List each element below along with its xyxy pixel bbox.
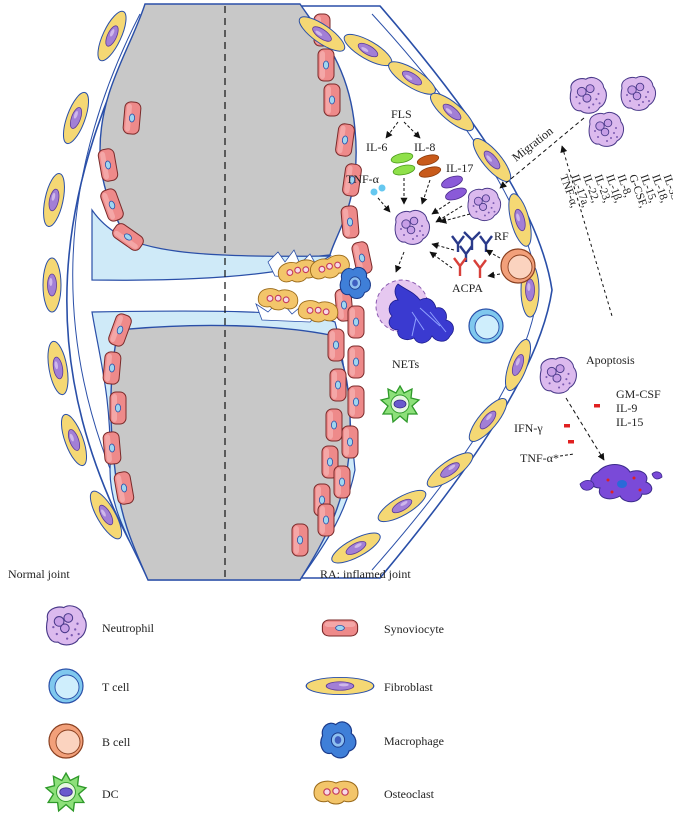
il8-label: IL-8 — [414, 140, 435, 154]
acpa-label: ACPA — [452, 281, 483, 295]
legend-b-cell-icon — [48, 723, 84, 759]
migration-neutrophil-1 — [569, 77, 607, 114]
arrow-bcell-rf — [485, 249, 501, 259]
apoptosis-cytokine-item: IL-15 — [616, 415, 643, 429]
legend-b-cell-label: B cell — [102, 735, 131, 749]
il8-molecule-2 — [418, 166, 442, 178]
apoptotic-cell — [579, 464, 663, 503]
il8-molecule — [416, 154, 440, 166]
acpa-antibody — [453, 257, 487, 278]
legend-t-cell-label: T cell — [102, 680, 130, 694]
tnfa-molecule — [370, 188, 378, 196]
legend-osteoclast-label: Osteoclast — [384, 787, 435, 801]
legend-neutrophil-icon — [46, 605, 87, 646]
legend-fibroblast-icon — [305, 676, 375, 696]
arrow-neutrophil-to-central — [439, 213, 471, 224]
legend-synoviocyte-label: Synoviocyte — [384, 622, 444, 636]
joint-b-cell — [500, 248, 536, 284]
legend-synoviocyte-icon — [321, 619, 359, 637]
apoptosis-cytokine-item: IL-9 — [616, 401, 637, 415]
migration-neutrophil-3 — [588, 111, 625, 147]
ra-joint-caption: RA: inflamed joint — [320, 567, 411, 581]
lower-bone — [91, 310, 356, 581]
ifn-gamma-label: IFN-γ — [514, 421, 543, 435]
nets-structure — [375, 279, 454, 344]
normal-joint-caption: Normal joint — [8, 567, 70, 581]
legend-macrophage-label: Macrophage — [384, 734, 444, 748]
joint-t-cell — [468, 308, 504, 344]
rf-label: RF — [494, 229, 509, 243]
il6-molecule — [390, 152, 414, 164]
arrow-bcell-acpa — [487, 271, 501, 279]
il6-label: IL-6 — [366, 140, 387, 154]
migration-cytokines-list: TNF-α,IL-17a,IL-22,IL-23,IL-1β,IL-8,G-CS… — [557, 173, 673, 210]
legend-t-cell-icon — [48, 668, 84, 704]
arrow-fls-il6 — [385, 121, 399, 139]
legend: Neutrophil T cell B cell DC Synoviocyte … — [45, 605, 444, 812]
apoptosis-signal-2 — [594, 404, 600, 408]
apoptosis-signal-3 — [568, 440, 574, 444]
nets-label: NETs — [392, 357, 419, 371]
il17-molecule — [441, 175, 463, 189]
migration-arrow — [499, 117, 585, 189]
legend-dc-icon — [45, 772, 87, 812]
legend-neutrophil-label: Neutrophil — [102, 621, 155, 635]
apoptosis-arrow — [565, 397, 605, 461]
tnfa-molecule-2 — [378, 184, 386, 192]
rf-antibody — [451, 231, 493, 262]
tnfa-star-label: TNF-α* — [520, 451, 559, 465]
legend-macrophage-icon — [320, 721, 357, 759]
arrow-acpa-neutrophil — [429, 251, 453, 269]
legend-osteoclast-icon — [313, 780, 359, 805]
migration-neutrophil-2 — [620, 75, 657, 111]
tnfa-label: TNF-α — [346, 172, 380, 186]
apoptosis-cytokine-item: GM-CSF — [616, 387, 661, 401]
fls-label: FLS — [391, 107, 412, 121]
arrow-fls-il8 — [403, 121, 421, 139]
apoptosis-label: Apoptosis — [586, 353, 635, 367]
apoptosis-signal-1 — [564, 424, 570, 428]
arrow-neutrophil-nets — [395, 251, 405, 273]
legend-fibroblast-label: Fibroblast — [384, 680, 433, 694]
il17-label: IL-17 — [446, 161, 473, 175]
apoptosis-neutrophil — [539, 357, 577, 394]
il17-molecule-2 — [445, 187, 467, 201]
migration-label: Migration — [509, 124, 555, 165]
migration-cytokine-arrow — [560, 145, 613, 317]
legend-dc-label: DC — [102, 787, 119, 801]
tnfa-star-tick — [559, 453, 575, 457]
il6-molecule-2 — [392, 164, 416, 176]
arrow-rf-neutrophil — [431, 242, 455, 251]
